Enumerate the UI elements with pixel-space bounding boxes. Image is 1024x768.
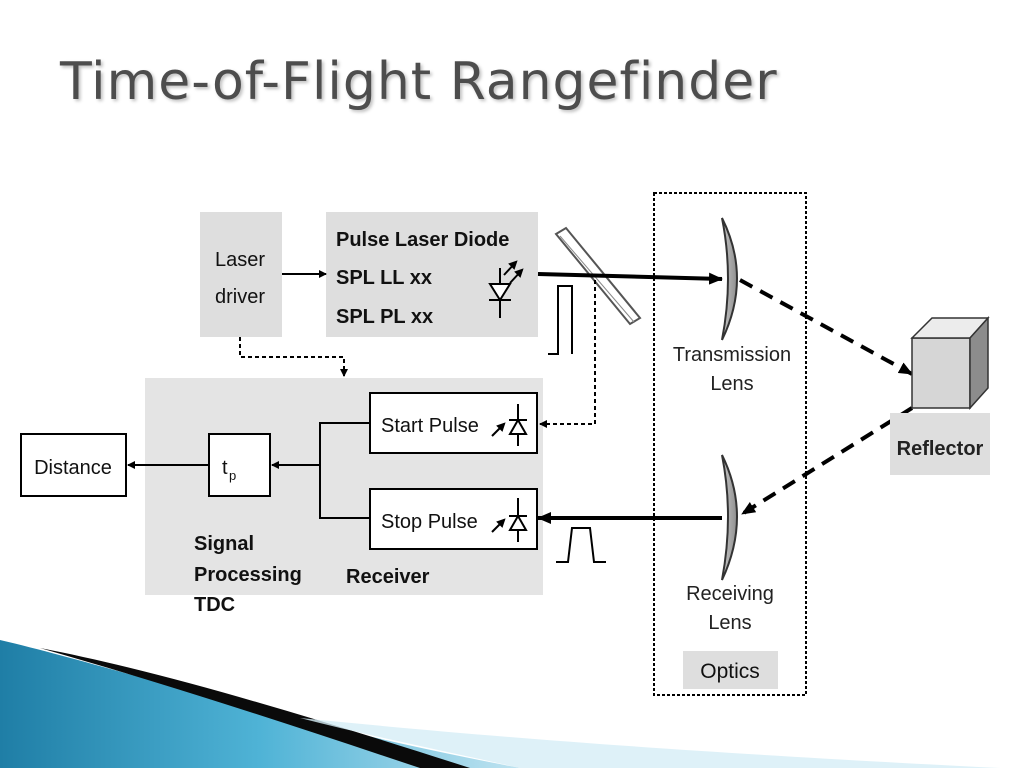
- laser-diode-title: Pulse Laser Diode: [336, 229, 509, 251]
- slide-title: Time-of-Flight Rangefinder: [60, 52, 778, 112]
- reflector-cube-icon: [910, 316, 990, 410]
- transmit-beam: [537, 272, 723, 285]
- optics-label-box: [683, 651, 778, 689]
- optics-frame: [653, 192, 807, 696]
- stop-pulse-label: Stop Pulse: [381, 511, 478, 533]
- reflector-label: Reflector: [897, 438, 984, 460]
- distance-box: Distance: [20, 433, 127, 497]
- pulse-laser-diode-box: Pulse Laser Diode SPL LL xx SPL PL xx: [326, 212, 538, 337]
- signal-processing-label-3: TDC: [194, 594, 235, 616]
- driver-to-receiver-dashed: [239, 337, 348, 377]
- laser-driver-label-1: Laser: [215, 249, 265, 271]
- receiving-lens-label-2: Lens: [708, 612, 751, 634]
- receiver-label: Receiver: [346, 566, 430, 588]
- return-dashed-beam: [740, 406, 914, 516]
- receiving-lens-label-1: Receiving: [686, 583, 774, 605]
- transmission-lens: [721, 217, 738, 341]
- reflector-label-box: [890, 413, 990, 475]
- start-photodiode-icon: [491, 404, 528, 446]
- splitter-to-start-dashed: [539, 280, 596, 428]
- stop-pulse-box: Stop Pulse: [369, 488, 538, 550]
- transmission-lens-label-1: Transmission: [673, 344, 791, 366]
- start-pulse-box: Start Pulse: [369, 392, 538, 454]
- laser-diode-model-1: SPL LL xx: [336, 267, 432, 289]
- laser-driver-label-2: driver: [215, 286, 265, 308]
- optics-label: Optics: [700, 660, 760, 683]
- signal-processing-label-1: Signal: [194, 533, 254, 555]
- laser-diode-icon: [488, 260, 524, 318]
- distance-label: Distance: [34, 457, 112, 479]
- signal-processing-label-2: Processing: [194, 564, 302, 586]
- transmission-lens-label-2: Lens: [710, 373, 753, 395]
- stop-photodiode-icon: [491, 498, 528, 542]
- tdc-subscript: p: [229, 468, 236, 483]
- receiving-lens: [721, 454, 738, 581]
- output-pulse-waveform: [548, 285, 573, 355]
- start-pulse-label: Start Pulse: [381, 415, 479, 437]
- return-pulse-waveform: [556, 527, 606, 563]
- laser-driver-box: Laser driver: [200, 212, 282, 337]
- tdc-label: t: [222, 457, 228, 479]
- tdc-box: t p: [208, 433, 271, 497]
- laser-diode-model-2: SPL PL xx: [336, 306, 433, 328]
- corner-swoosh-decoration: [0, 640, 1000, 768]
- outgoing-dashed-beam: [739, 278, 913, 376]
- start-to-tdc-line: [319, 422, 370, 519]
